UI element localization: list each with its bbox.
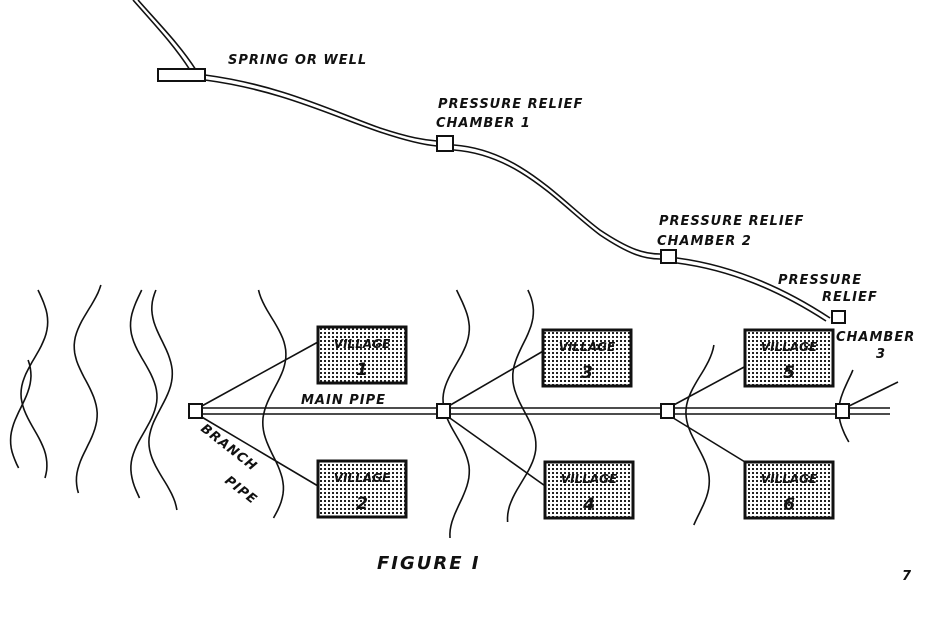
chamber3-label-1: PRESSURE — [778, 273, 862, 288]
chamber3-label-4: 3 — [876, 347, 886, 362]
chamber2-label-top: PRESSURE RELIEF — [659, 214, 804, 229]
village-4: VILLAGE 4 — [543, 460, 635, 520]
village-box — [316, 459, 408, 519]
village-label: VILLAGE — [559, 340, 616, 354]
spring-or-well — [157, 68, 206, 82]
contour-line — [685, 344, 715, 526]
village-box — [743, 328, 835, 388]
village-number: 3 — [581, 363, 593, 383]
main-pipe — [195, 381, 899, 415]
village-number: 6 — [783, 495, 795, 515]
village-number: 5 — [783, 363, 795, 383]
chamber2-label-bottom: CHAMBER 2 — [657, 234, 752, 249]
contour-line — [9, 359, 32, 469]
junction-3 — [660, 403, 675, 419]
chamber1-label-top: PRESSURE RELIEF — [438, 97, 583, 112]
village-number: 1 — [356, 360, 368, 380]
junction-1 — [188, 403, 203, 419]
contour-line — [20, 289, 49, 479]
village-box — [316, 325, 408, 385]
village-number: 2 — [356, 494, 368, 514]
village-label: VILLAGE — [761, 340, 818, 354]
contour-line — [148, 289, 178, 511]
village-number: 4 — [582, 495, 595, 515]
contour-line — [506, 289, 537, 523]
contour-line — [129, 289, 158, 499]
chamber3-label-3: CHAMBER — [836, 330, 915, 345]
contour-line — [73, 284, 102, 494]
pressure-relief-chamber-2 — [660, 249, 677, 264]
branch-pipe-label-2: PIPE — [222, 473, 260, 507]
figure-caption: FIGURE I — [377, 553, 481, 574]
pressure-relief-chamber-3 — [831, 310, 846, 324]
junction-4 — [835, 403, 850, 419]
village-6: VILLAGE 6 — [743, 460, 835, 520]
village-1: VILLAGE 1 — [316, 325, 408, 385]
branch-pipes — [199, 341, 747, 489]
chamber1-label-bottom: CHAMBER 1 — [436, 116, 531, 131]
village-box — [541, 328, 633, 388]
village-3: VILLAGE 3 — [541, 328, 633, 388]
main-pipe-label: MAIN PIPE — [301, 393, 386, 408]
village-label: VILLAGE — [761, 472, 818, 486]
branch-pipe-label-1: BRANCH — [198, 421, 260, 474]
village-box — [743, 460, 835, 520]
village-label: VILLAGE — [561, 472, 618, 486]
chamber3-label-2: RELIEF — [822, 290, 878, 305]
contour-line — [257, 289, 287, 519]
village-5: VILLAGE 5 — [743, 328, 835, 388]
village-2: VILLAGE 2 — [316, 459, 408, 519]
junction-2 — [436, 403, 451, 419]
village-box — [543, 460, 635, 520]
terrain-contour-lines — [9, 284, 854, 539]
corner-mark: 7 — [902, 569, 912, 584]
supply-pipeline — [132, 0, 846, 324]
spring-label: SPRING OR WELL — [228, 53, 367, 68]
village-label: VILLAGE — [334, 471, 391, 485]
pressure-relief-chamber-1 — [436, 135, 454, 152]
village-label: VILLAGE — [334, 337, 391, 351]
